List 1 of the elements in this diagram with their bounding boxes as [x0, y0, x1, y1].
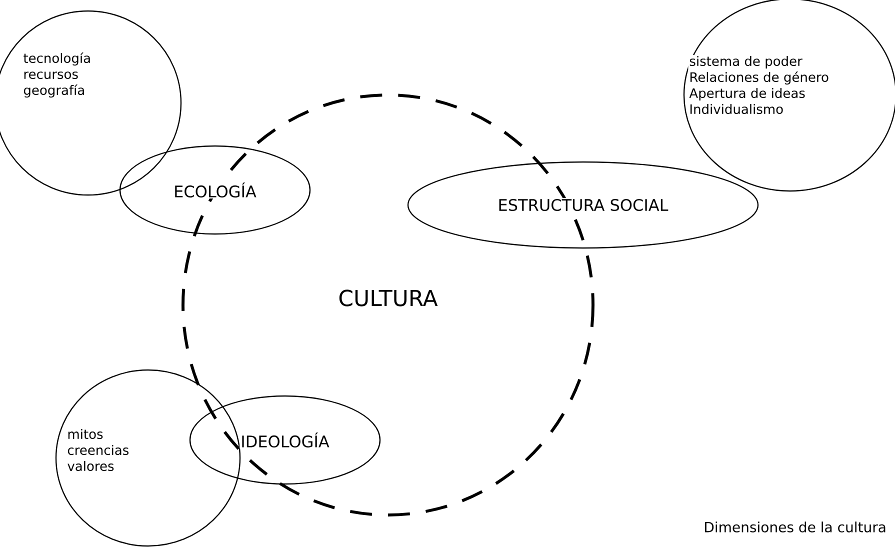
caption: Dimensiones de la cultura: [705, 522, 886, 532]
